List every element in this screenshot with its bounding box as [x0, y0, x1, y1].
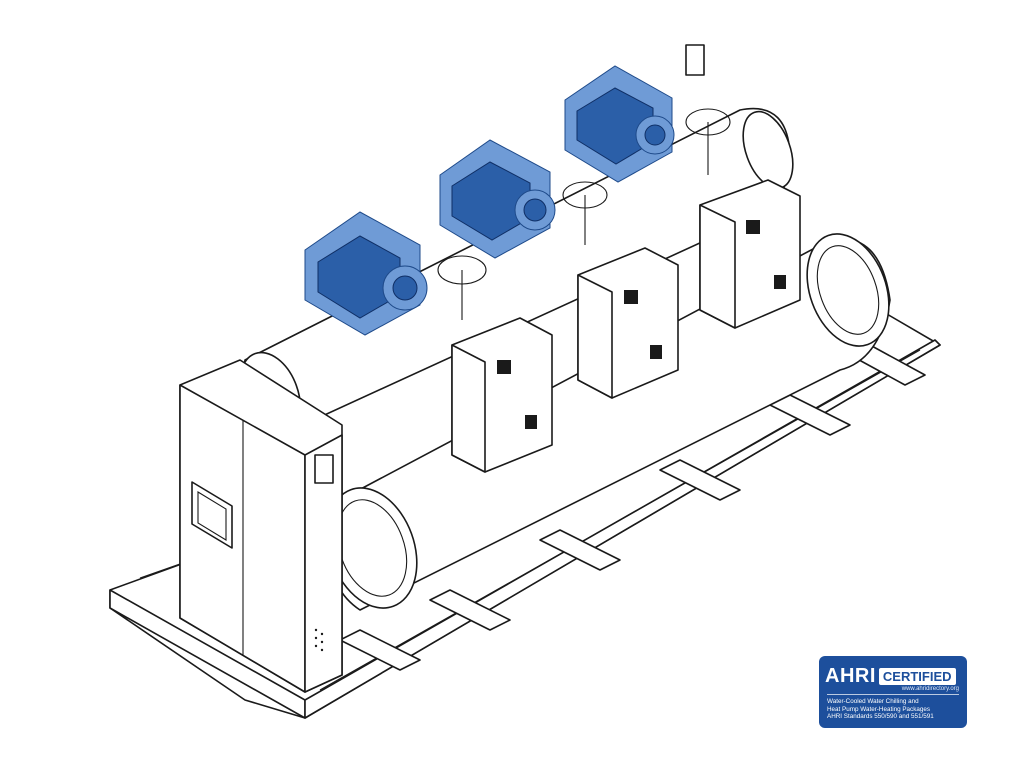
badge-line-3: AHRI Standards 550/590 and 551/591	[827, 713, 934, 721]
control-cabinet	[179, 359, 343, 693]
ahri-brand: AHRI	[825, 664, 876, 687]
compressor-2	[439, 139, 556, 259]
starter-panel-1	[451, 317, 553, 473]
compressor-3	[564, 65, 675, 183]
badge-divider	[827, 694, 959, 695]
starter-panel-2	[577, 247, 679, 399]
badge-description: Water-Cooled Water Chilling and Heat Pum…	[827, 698, 961, 721]
cabinet-vent-holes	[314, 628, 324, 652]
ahri-url: www.ahridirectory.org	[901, 686, 959, 692]
ahri-certified-badge: AHRI CERTIFIED www.ahridirectory.org Wat…	[819, 656, 967, 728]
certified-label: CERTIFIED	[878, 667, 956, 685]
ahri-logo: AHRI CERTIFIED	[825, 660, 956, 692]
badge-line-1: Water-Cooled Water Chilling and	[827, 698, 919, 705]
starter-panel-3	[699, 179, 801, 329]
skid-cross-members	[339, 344, 926, 671]
valve-handwheels	[437, 44, 731, 320]
compressor-1	[304, 211, 428, 336]
badge-line-2: Heat Pump Water-Heating Packages	[827, 705, 931, 713]
